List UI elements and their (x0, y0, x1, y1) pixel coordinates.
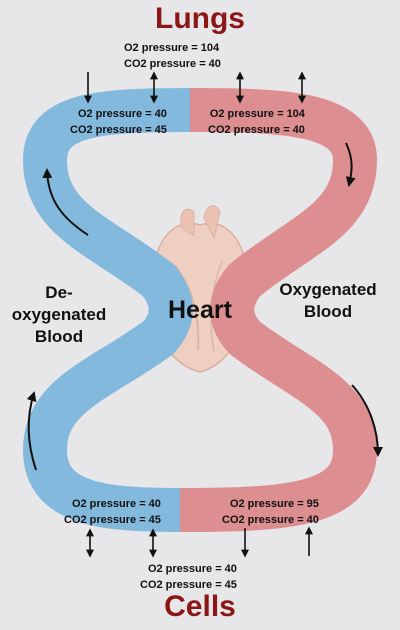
flow-arrow-heart-to-lungs (42, 168, 89, 236)
oxygenated-vessel (179, 88, 378, 532)
cells-left-pressure-label: O2 pressure = 40 CO2 pressure = 45 (64, 498, 161, 526)
deoxygenated-blood-label: De-oxygenated Blood (11, 283, 107, 346)
flow-arrow-cells-to-heart (26, 391, 37, 471)
deoxygenated-vessel (22, 88, 196, 532)
lungs-center-pressure-label: O2 pressure = 104 CO2 pressure = 40 (124, 42, 221, 70)
oxygenated-blood-label: Oxygenated Blood (279, 280, 377, 321)
heart-label: Heart (168, 296, 232, 324)
lungs-left-pressure-label: O2 pressure = 40 CO2 pressure = 45 (70, 108, 167, 136)
flow-arrow-lungs-to-heart (345, 142, 356, 187)
cells-title: Cells (164, 590, 236, 623)
flow-arrow-heart-to-cells (351, 384, 383, 457)
cells-right-pressure-label: O2 pressure = 95 CO2 pressure = 40 (222, 498, 319, 526)
lungs-title: Lungs (155, 2, 245, 35)
lungs-right-pressure-label: O2 pressure = 104 CO2 pressure = 40 (208, 108, 305, 136)
cells-center-pressure-label: O2 pressure = 40 CO2 pressure = 45 (140, 563, 237, 591)
